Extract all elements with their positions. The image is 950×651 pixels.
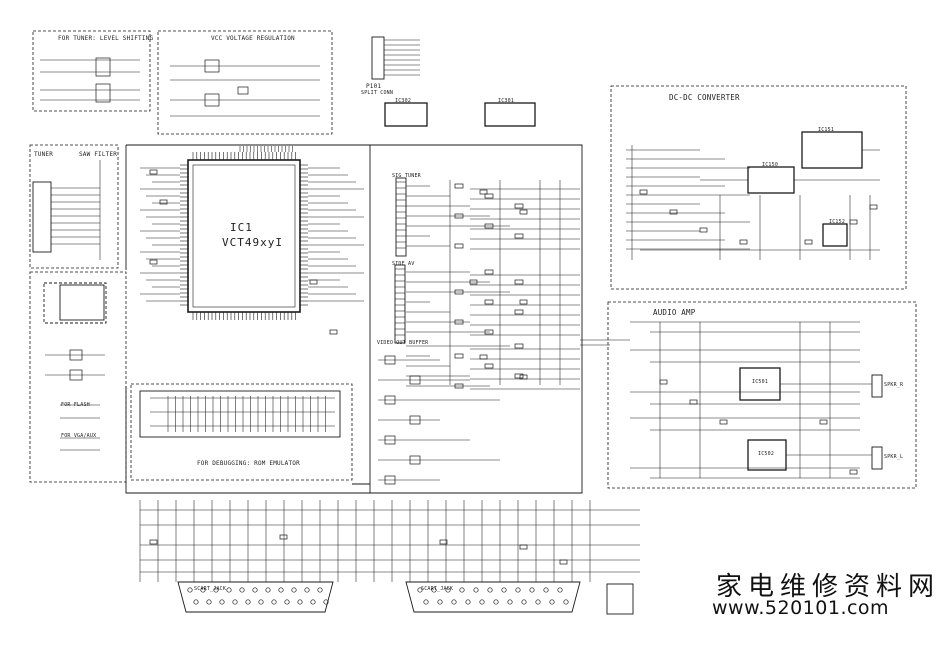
ic-reg2-ref: IC301 bbox=[498, 98, 515, 104]
label-tuner-level-shifting: FOR TUNER: LEVEL SHIFTING bbox=[58, 35, 154, 42]
label-for-vga: FOR VGA/AUX bbox=[61, 433, 97, 439]
p101-connector bbox=[371, 36, 385, 80]
ic-dcdc2-ref: IC150 bbox=[762, 162, 779, 168]
label-video-out-buffer: VIDEO OUT BUFFER bbox=[377, 340, 429, 346]
spkr-r-label: SPKR_R bbox=[884, 382, 904, 388]
scart-connector-1 bbox=[177, 581, 334, 613]
sig-tuner-connector bbox=[395, 177, 407, 257]
label-vcc-regulation: VCC VOLTAGE REGULATION bbox=[211, 35, 295, 42]
main-outlines bbox=[43, 144, 583, 494]
box-tuner bbox=[29, 144, 119, 269]
ic-sw-ref: IC152 bbox=[829, 219, 846, 225]
scart1-label: SCART_JACK bbox=[194, 586, 227, 592]
ic-amp2-ref: IC502 bbox=[758, 451, 775, 457]
label-for-flash: FOR FLASH bbox=[61, 402, 90, 408]
label-sig-tuner: SIG TUNER bbox=[392, 173, 421, 179]
p101-name: SPLIT CONN bbox=[361, 90, 394, 96]
label-audio-amp: AUDIO AMP bbox=[653, 308, 696, 317]
label-saw-filter: SAW FILTER bbox=[79, 151, 118, 158]
amp-ics bbox=[739, 367, 787, 471]
scart-connector-2 bbox=[405, 581, 581, 613]
cinch-connector bbox=[606, 583, 634, 615]
dcdc-ics bbox=[384, 102, 863, 247]
watermark-chinese: 家电维修资料网 bbox=[716, 572, 941, 602]
label-tuner: TUNER bbox=[34, 151, 54, 158]
label-dcdc: DC-DC CONVERTER bbox=[669, 93, 740, 102]
spkr-l-connector bbox=[871, 446, 883, 470]
scart2-label: SCART_JACK bbox=[421, 586, 454, 592]
side-av-connector bbox=[394, 264, 406, 344]
box-tuner-level-shifting bbox=[32, 30, 151, 112]
label-debugging: FOR DEBUGGING: ROM EMULATOR bbox=[197, 460, 300, 467]
box-dcdc bbox=[610, 85, 907, 290]
box-vcc-regulation bbox=[157, 30, 333, 135]
ic-reg1-ref: IC302 bbox=[395, 98, 412, 104]
label-side-av: SIDE AV bbox=[392, 261, 415, 267]
tuner-module bbox=[32, 181, 52, 253]
watermark-url: www.520101.com bbox=[712, 597, 890, 619]
box-audio-amp bbox=[607, 301, 917, 489]
spkr-r-connector bbox=[871, 374, 883, 398]
section-boxes bbox=[29, 30, 917, 489]
spkr-l-label: SPKR_L bbox=[884, 454, 904, 460]
ic1-part: VCT49xyI bbox=[222, 236, 283, 249]
wires bbox=[40, 39, 880, 582]
connectors bbox=[32, 36, 883, 615]
p101-ref: P101 bbox=[366, 83, 382, 90]
parts bbox=[69, 57, 878, 605]
ic-amp1-ref: IC501 bbox=[752, 379, 769, 385]
ic1-ref: IC1 bbox=[230, 221, 253, 234]
ic1-chip bbox=[187, 159, 301, 313]
ic1-pins bbox=[180, 152, 308, 320]
box-left-lower bbox=[29, 271, 127, 483]
ic-dcdc-ref: IC151 bbox=[818, 127, 835, 133]
box-debugging bbox=[130, 383, 353, 481]
